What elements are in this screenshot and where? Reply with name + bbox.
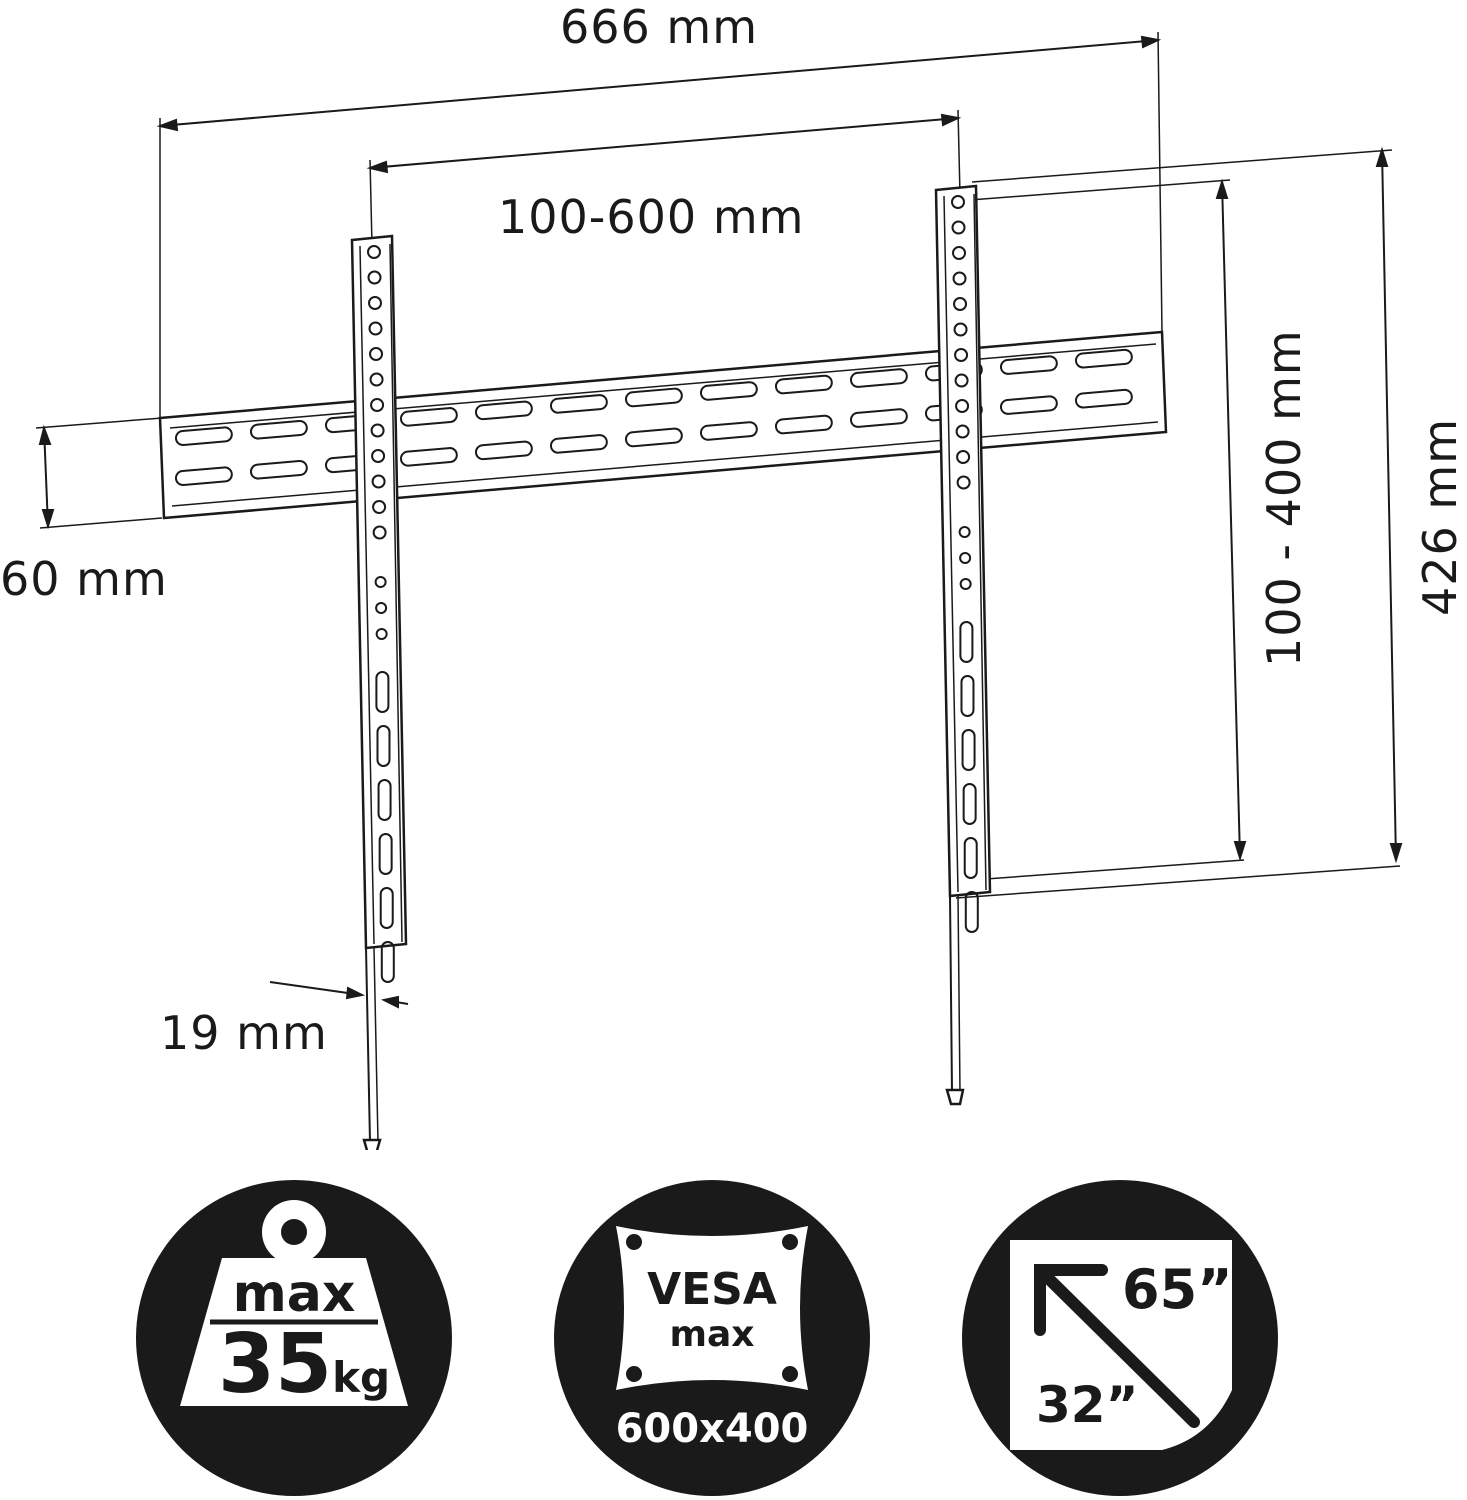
mount-hole	[375, 602, 388, 614]
mount-hole	[956, 475, 971, 490]
rail-slot	[174, 466, 233, 487]
wall-distance-label: 19 mm	[160, 1006, 328, 1060]
rail-slot	[774, 414, 833, 435]
mount-hole	[951, 195, 965, 209]
mount-hole	[959, 578, 972, 590]
mount-hole	[951, 220, 966, 235]
screen-size-badge: 65” 32”	[962, 1180, 1278, 1496]
mount-slot	[962, 783, 977, 825]
mount-hole	[368, 321, 383, 336]
vesa-horizontal-label: 100-600 mm	[498, 190, 805, 244]
mount-hole	[955, 424, 970, 439]
total-height-label: 426 mm	[1413, 417, 1467, 617]
mount-hole	[959, 552, 972, 564]
max-weight-badge: max 35kg	[136, 1180, 452, 1496]
mount-hole	[954, 348, 969, 362]
vesa-badge: VESA max 600x400	[554, 1180, 870, 1496]
rail-slot	[849, 408, 908, 428]
rail-slot	[999, 355, 1058, 375]
vesa-text: VESA	[647, 1264, 777, 1315]
weight-max-text: max	[232, 1264, 356, 1324]
mount-hole	[370, 398, 385, 412]
mount-hole	[372, 500, 387, 514]
right-arm-holes	[951, 195, 979, 933]
bracket-drawing	[35, 31, 1403, 1150]
mount-slot	[964, 891, 979, 933]
rail-slot	[174, 426, 233, 447]
right-arm	[934, 184, 992, 1106]
rail-slot	[624, 427, 683, 448]
mount-slot	[963, 837, 978, 879]
mount-hole	[953, 297, 968, 311]
rail-slot	[699, 381, 758, 401]
weight-number: 35	[218, 1317, 333, 1412]
mount-hole	[368, 296, 383, 310]
rail-slot	[774, 374, 833, 395]
mount-slot	[961, 729, 976, 771]
vesa-plate-icon	[616, 1226, 808, 1390]
rail-slot	[624, 387, 683, 408]
mount-slot	[377, 779, 392, 821]
mount-slot	[380, 941, 395, 983]
wall-distance-dimension-line	[269, 981, 409, 1009]
rail-slot	[474, 440, 533, 461]
mount-slot	[960, 675, 975, 717]
vesa-max-text: max	[669, 1314, 755, 1355]
rail-slot	[399, 407, 458, 427]
mount-slot	[379, 887, 394, 929]
mount-hole	[367, 270, 382, 285]
rail-slot	[249, 459, 308, 480]
mount-slot	[376, 725, 391, 767]
left-arm	[350, 234, 408, 1150]
vesa-horizontal-dimension-line	[366, 109, 962, 246]
rail-slot	[1074, 348, 1133, 369]
rail-slot	[549, 434, 608, 454]
rail-slot	[249, 419, 308, 440]
mount-hole	[955, 399, 970, 413]
mount-hole	[367, 245, 381, 259]
weight-unit: kg	[332, 1353, 391, 1402]
rail-slot	[549, 394, 608, 414]
screen-min-text: 32”	[1036, 1376, 1139, 1434]
total-height-dimension-line	[955, 146, 1403, 899]
rail-slot	[474, 400, 533, 421]
mount-hole	[952, 271, 967, 286]
weight-icon	[180, 1200, 408, 1406]
mount-slot	[959, 621, 974, 663]
mount-hole	[369, 347, 384, 361]
mount-hole	[371, 474, 386, 489]
mount-slot	[378, 833, 393, 875]
mount-hole	[371, 449, 386, 463]
rail-slot	[699, 421, 758, 441]
vesa-size-text: 600x400	[615, 1406, 809, 1452]
left-arm-holes	[367, 245, 395, 983]
rail-height-dimension-line	[35, 417, 163, 530]
mount-hole	[953, 322, 968, 337]
mount-hole	[954, 373, 969, 388]
weight-value: 35kg	[218, 1320, 390, 1423]
mount-hole	[375, 628, 388, 640]
mount-hole	[374, 576, 387, 588]
mount-hole	[370, 423, 385, 438]
total-width-dimension-line	[156, 31, 1163, 418]
vesa-vertical-label: 100 - 400 mm	[1257, 329, 1311, 667]
vesa-vertical-dimension-line	[969, 178, 1247, 881]
rail-slot	[849, 368, 908, 388]
mount-hole	[372, 525, 387, 540]
mount-hole	[956, 450, 971, 464]
mount-hole	[958, 526, 971, 538]
mount-hole	[952, 246, 967, 260]
mount-hole	[369, 372, 384, 387]
wall-rail	[158, 330, 1168, 520]
rail-slot	[999, 395, 1058, 415]
screen-diagonal-icon	[1010, 1240, 1232, 1450]
rail-height-label: 60 mm	[0, 552, 168, 606]
total-width-label: 666 mm	[560, 0, 759, 54]
screen-max-text: 65”	[1122, 1258, 1233, 1321]
mount-slot	[375, 671, 390, 713]
rail-slot	[399, 447, 458, 467]
rail-slot	[1074, 388, 1133, 409]
